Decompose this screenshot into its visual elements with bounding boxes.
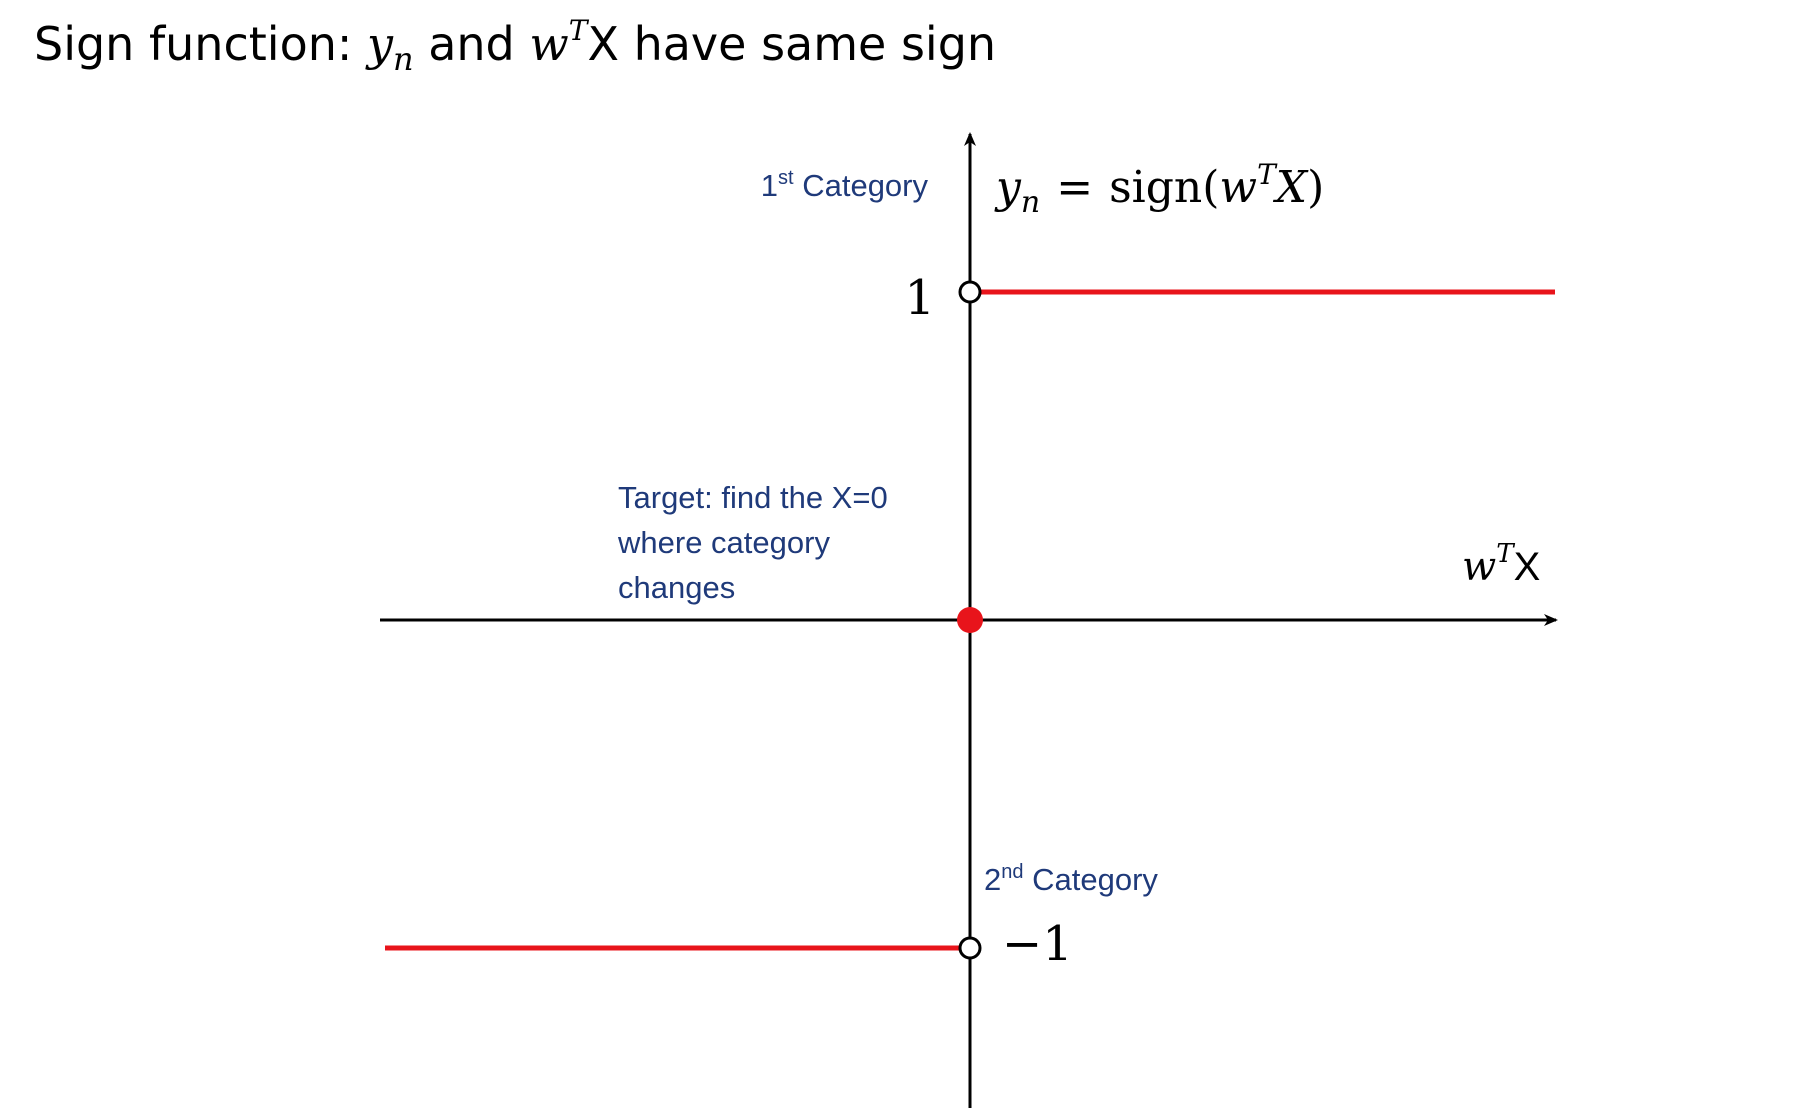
title-y-sub: n — [392, 40, 414, 78]
open-point-positive — [958, 280, 982, 304]
title-w-letter: w — [529, 17, 569, 71]
title-x-var: X — [587, 17, 619, 71]
equation-label: yn=sign(wTX) — [994, 158, 1324, 220]
page-title: Sign function: yn and wTX have same sign — [34, 14, 996, 78]
function-segments — [385, 289, 1555, 951]
function-points — [957, 280, 983, 960]
tick-label-pos-one: 1 — [904, 270, 935, 326]
target-text-line3: changes — [618, 570, 735, 605]
title-y-var: yn — [366, 17, 414, 78]
title-prefix: Sign function: — [34, 17, 367, 71]
title-w-var: wT — [529, 14, 588, 71]
second-category-label: 2nd Category — [984, 861, 1158, 897]
title-w-sup: T — [568, 14, 588, 47]
target-text-line1: Target: find the X=0 — [618, 480, 888, 515]
title-conj: and — [413, 17, 530, 71]
target-text-line2: where category — [617, 525, 830, 560]
title-y-letter: y — [366, 17, 393, 71]
x-axis-label: wTX — [1462, 539, 1540, 590]
title-suffix: have same sign — [618, 17, 997, 71]
open-point-negative — [958, 936, 982, 960]
first-category-label: 1st Category — [761, 167, 929, 203]
origin-point — [957, 607, 983, 633]
tick-label-neg-one: −1 — [1002, 916, 1073, 972]
